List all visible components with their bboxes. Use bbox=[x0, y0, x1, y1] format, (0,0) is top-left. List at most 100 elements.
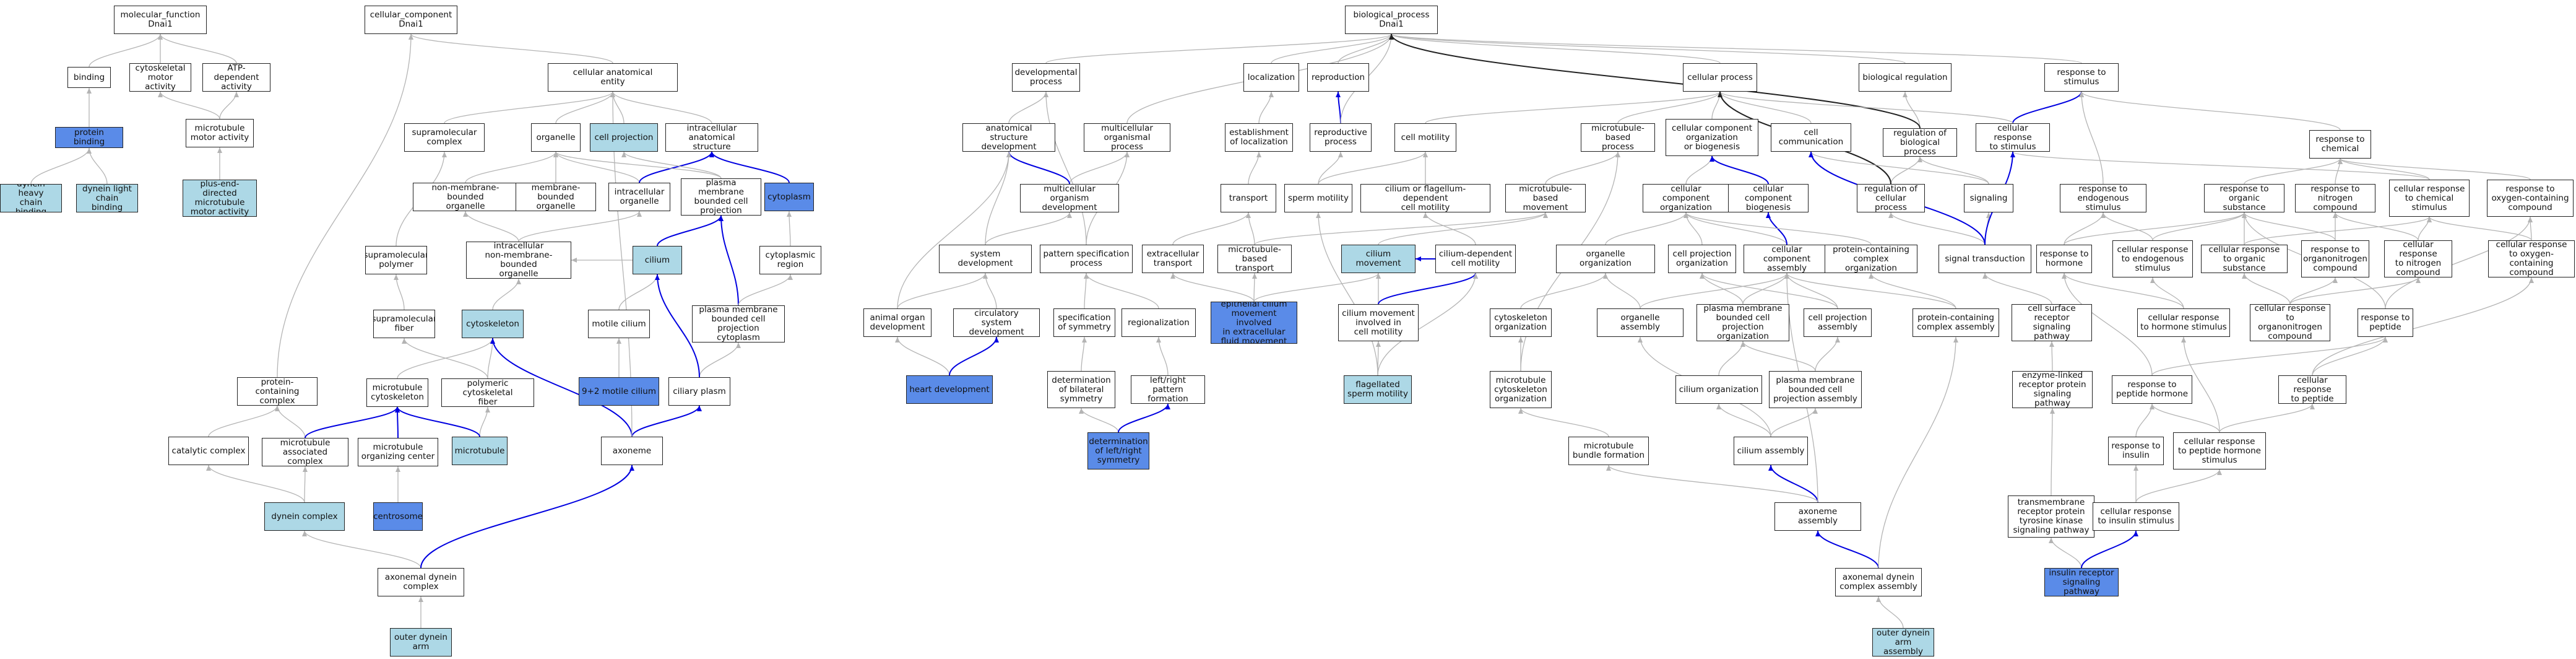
go-term-ros[interactable]: response to organic substance bbox=[2204, 184, 2284, 212]
go-term-heartdev[interactable]: heart development bbox=[906, 375, 993, 404]
go-term-mtbp[interactable]: microtubule-based process bbox=[1581, 123, 1655, 152]
go-term-eol[interactable]: establishment of localization bbox=[1225, 123, 1293, 152]
go-term-elrp[interactable]: enzyme-linked receptor protein signaling… bbox=[2012, 371, 2093, 408]
go-term-cmot[interactable]: cell motility bbox=[1394, 123, 1456, 152]
go-term-cplasm[interactable]: ciliary plasm bbox=[668, 377, 730, 406]
go-term-lrpf[interactable]: left/right pattern formation bbox=[1131, 375, 1205, 404]
go-term-smot[interactable]: sperm motility bbox=[1284, 184, 1352, 212]
go-term-ccomm[interactable]: cell communication bbox=[1771, 123, 1851, 152]
go-term-pedmt[interactable]: plus-end-directed microtubule motor acti… bbox=[183, 180, 257, 217]
go-term-catc[interactable]: catalytic complex bbox=[168, 437, 249, 465]
go-term-csko[interactable]: cytoskeleton organization bbox=[1490, 308, 1552, 337]
go-term-csd[interactable]: circulatory system development bbox=[953, 308, 1040, 337]
go-term-repro[interactable]: reproduction bbox=[1307, 63, 1369, 92]
go-term-mf[interactable]: molecular_function Dnai1 bbox=[114, 6, 207, 34]
go-term-bp[interactable]: biological_process Dnai1 bbox=[1345, 6, 1438, 34]
go-term-crphs[interactable]: cellular response to peptide hormone sti… bbox=[2173, 432, 2266, 469]
go-term-atpact[interactable]: ATP-dependent activity bbox=[202, 63, 270, 92]
go-term-devp[interactable]: developmental process bbox=[1012, 63, 1080, 92]
go-term-rstim[interactable]: response to stimulus bbox=[2044, 63, 2119, 92]
go-term-rcs[interactable]: cellular response to stimulus bbox=[1976, 123, 2050, 152]
go-term-cpr[interactable]: cytoplasmic region bbox=[759, 246, 821, 274]
go-term-dlcb[interactable]: dynein light chain binding bbox=[76, 184, 138, 212]
go-term-rprocp[interactable]: reproductive process bbox=[1310, 123, 1372, 152]
go-term-mtbf[interactable]: microtubule bundle formation bbox=[1568, 437, 1649, 465]
go-term-mtoc[interactable]: microtubule organizing center bbox=[358, 438, 438, 466]
go-term-ccb[interactable]: cellular component biogenesis bbox=[1728, 184, 1809, 212]
go-term-oorg[interactable]: organelle organization bbox=[1556, 245, 1655, 273]
go-term-crocc[interactable]: cellular response to oxygen-containing c… bbox=[2488, 240, 2575, 277]
go-term-rbp[interactable]: regulation of biological process bbox=[1883, 128, 1957, 157]
go-term-local[interactable]: localization bbox=[1243, 63, 1299, 92]
go-term-inmbo[interactable]: intracellular non-membrane-bounded organ… bbox=[466, 242, 571, 279]
go-term-mbo[interactable]: membrane-bounded organelle bbox=[516, 183, 596, 211]
go-term-smf[interactable]: supramolecular fiber bbox=[373, 310, 435, 338]
go-term-cmact[interactable]: cytoskeletal motor activity bbox=[129, 63, 191, 92]
go-term-rchem[interactable]: response to chemical bbox=[2309, 130, 2371, 159]
go-term-mtac[interactable]: microtubule associated complex bbox=[262, 438, 348, 466]
go-term-cae[interactable]: cellular anatomical entity bbox=[548, 63, 678, 92]
go-term-rcp[interactable]: regulation of cellular process bbox=[1857, 184, 1925, 212]
go-term-crnc[interactable]: cellular response to nitrogen compound bbox=[2384, 240, 2452, 277]
go-term-mtbt[interactable]: microtubule-based transport bbox=[1217, 245, 1292, 273]
go-term-cilassem[interactable]: cilium assembly bbox=[1734, 437, 1808, 465]
go-term-cc[interactable]: cellular_component Dnai1 bbox=[365, 6, 457, 34]
go-term-mcop[interactable]: multicellular organismal process bbox=[1084, 123, 1170, 152]
go-term-cdcm[interactable]: cilium-dependent cell motility bbox=[1435, 245, 1516, 273]
go-term-smp[interactable]: supramolecular polymer bbox=[365, 246, 427, 274]
go-term-asd[interactable]: anatomical structure development bbox=[962, 123, 1055, 152]
go-term-dhcb[interactable]: dynein heavy chain binding bbox=[0, 184, 62, 212]
go-term-irsp[interactable]: insulin receptor signaling pathway bbox=[2044, 568, 2119, 596]
go-term-mtcsko[interactable]: microtubule cytoskeleton organization bbox=[1490, 371, 1552, 408]
go-term-rocc[interactable]: response to oxygen-containing compound bbox=[2487, 180, 2574, 217]
go-term-mt[interactable]: microtubule bbox=[452, 437, 508, 465]
go-term-rins[interactable]: response to insulin bbox=[2108, 437, 2164, 465]
go-term-oassem[interactable]: organelle assembly bbox=[1597, 308, 1683, 337]
go-term-crhs[interactable]: cellular response to hormone stimulus bbox=[2137, 308, 2230, 337]
go-term-ecm[interactable]: epithelial cilium movement involved in e… bbox=[1211, 302, 1297, 344]
go-term-mtmotor[interactable]: microtubule motor activity bbox=[186, 119, 254, 147]
go-term-dync[interactable]: dynein complex bbox=[264, 502, 345, 531]
go-term-cris[interactable]: cellular response to insulin stimulus bbox=[2093, 502, 2179, 531]
go-term-pmbcpo[interactable]: plasma membrane bounded cell projection … bbox=[1696, 304, 1789, 341]
go-term-pmbcp[interactable]: plasma membrane bounded cell projection bbox=[681, 178, 761, 216]
go-term-pcc[interactable]: protein-containing complex bbox=[237, 377, 318, 406]
go-term-mtcsk[interactable]: microtubule cytoskeleton bbox=[366, 378, 428, 407]
go-term-pmbcpa[interactable]: plasma membrane bounded cell projection … bbox=[1769, 371, 1862, 408]
go-term-m92[interactable]: 9+2 motile cilium bbox=[579, 377, 659, 406]
go-term-axoneme[interactable]: axoneme bbox=[601, 437, 663, 465]
go-term-pmbcpc[interactable]: plasma membrane bounded cell projection … bbox=[692, 305, 785, 343]
go-term-crp[interactable]: cellular response to peptide bbox=[2278, 375, 2346, 404]
go-term-oda[interactable]: outer dynein arm bbox=[390, 628, 452, 657]
go-term-tmrptk[interactable]: transmembrane receptor protein tyrosine … bbox=[2008, 495, 2094, 538]
go-term-bioreg[interactable]: biological regulation bbox=[1859, 63, 1951, 92]
go-term-adc[interactable]: axonemal dynein complex bbox=[378, 568, 464, 596]
go-term-dbs[interactable]: determination of bilateral symmetry bbox=[1047, 371, 1115, 408]
go-term-cpo[interactable]: cell projection organization bbox=[1668, 245, 1736, 273]
go-term-mtbm[interactable]: microtubule-based movement bbox=[1505, 184, 1586, 212]
go-term-odaa[interactable]: outer dynein arm assembly bbox=[1872, 628, 1934, 657]
go-term-cyto[interactable]: cytoplasm bbox=[764, 183, 814, 211]
go-term-cca[interactable]: cellular component assembly bbox=[1744, 245, 1830, 273]
go-term-pbind[interactable]: protein binding bbox=[55, 127, 123, 148]
go-term-mcod[interactable]: multicellular organism development bbox=[1020, 184, 1119, 212]
go-term-binding[interactable]: binding bbox=[67, 67, 111, 88]
go-term-sos[interactable]: specification of symmetry bbox=[1053, 308, 1115, 337]
go-term-adca[interactable]: axonemal dynein complex assembly bbox=[1835, 568, 1922, 596]
go-term-axassem[interactable]: axoneme assembly bbox=[1774, 502, 1861, 531]
go-term-ect[interactable]: extracellular transport bbox=[1142, 245, 1204, 273]
go-term-cilmov[interactable]: cilium movement bbox=[1341, 245, 1416, 273]
go-term-aod[interactable]: animal organ development bbox=[863, 308, 931, 337]
go-term-cros[interactable]: cellular response to organic substance bbox=[2201, 245, 2288, 273]
go-term-pcco[interactable]: protein-containing complex organization bbox=[1825, 245, 1917, 273]
go-term-sigtr[interactable]: signal transduction bbox=[1938, 245, 2031, 273]
go-term-centro[interactable]: centrosome bbox=[373, 502, 423, 531]
go-term-cellp[interactable]: cellular process bbox=[1683, 63, 1757, 92]
go-term-rhorm[interactable]: response to hormone bbox=[2036, 245, 2092, 273]
go-term-signaling[interactable]: signaling bbox=[1964, 184, 2013, 212]
go-term-organelle[interactable]: organelle bbox=[531, 123, 581, 152]
go-term-cilorg[interactable]: cilium organization bbox=[1675, 375, 1762, 404]
go-term-cproj[interactable]: cell projection bbox=[590, 123, 658, 152]
go-term-ias[interactable]: intracellular anatomical structure bbox=[665, 123, 758, 152]
go-term-ccob[interactable]: cellular component organization or bioge… bbox=[1666, 119, 1758, 156]
